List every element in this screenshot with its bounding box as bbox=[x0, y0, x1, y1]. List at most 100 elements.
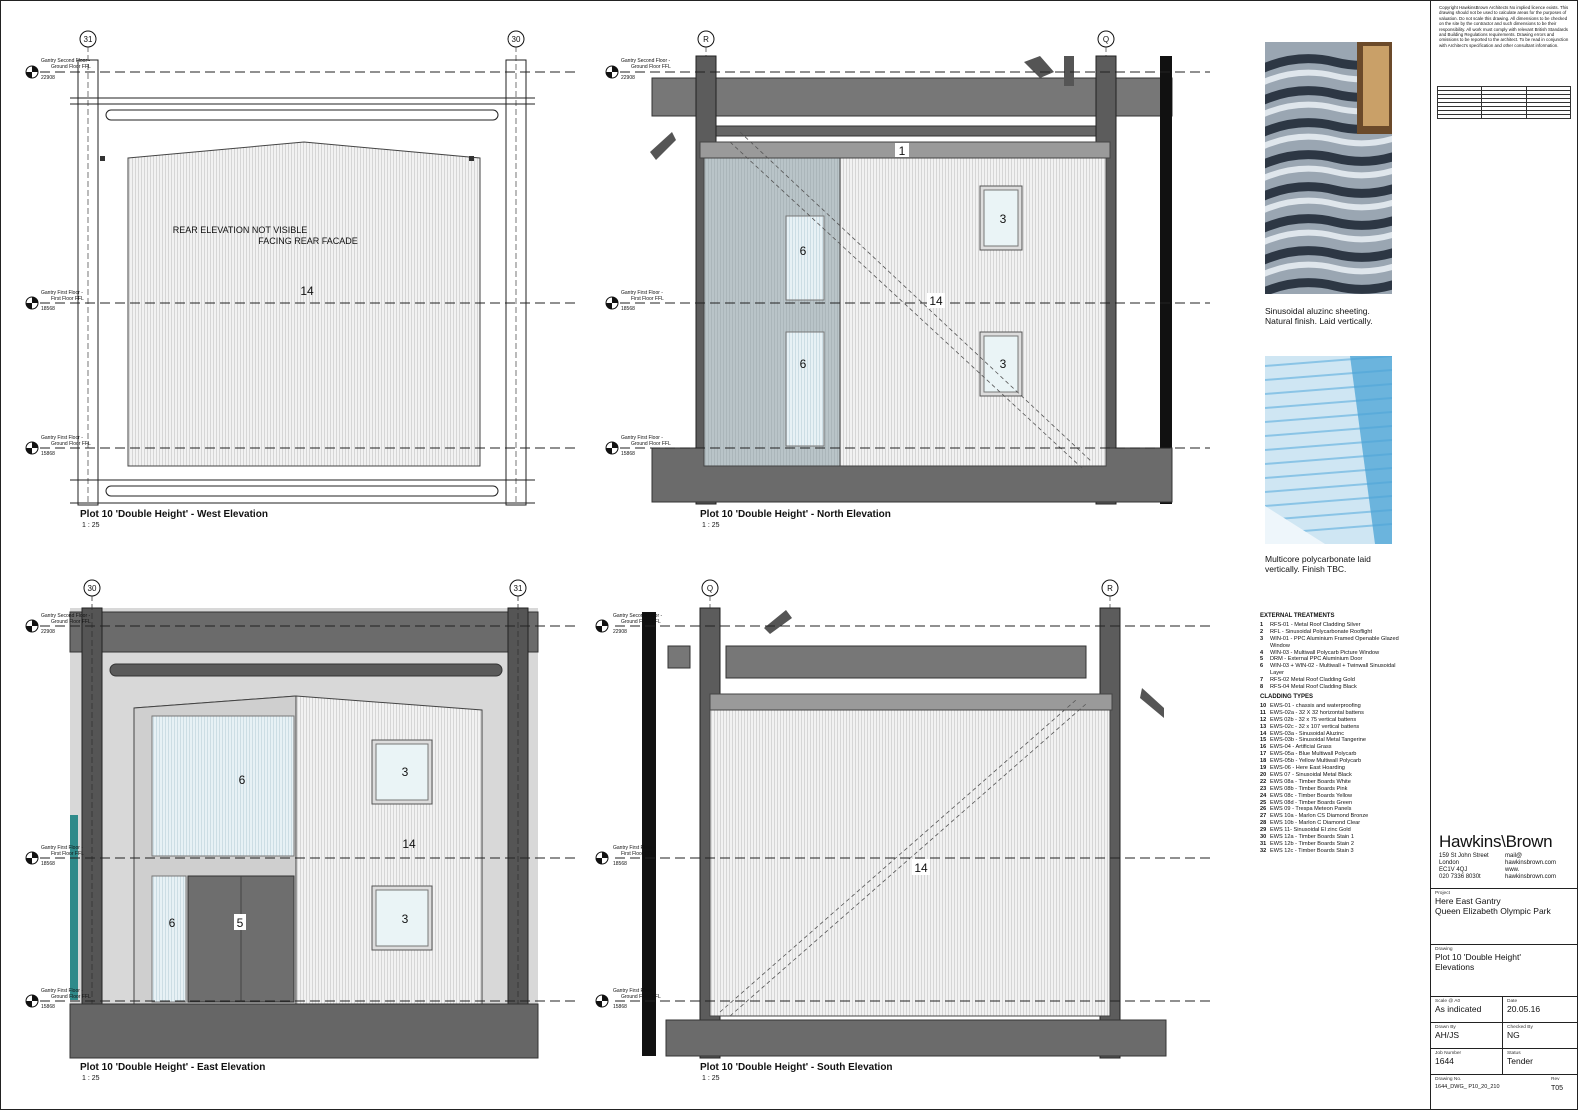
legend-item-text: EWS 11- Sinusoidal El zinc Gold bbox=[1270, 827, 1351, 834]
legend-item-text: EWS 12b - Timber Boards Stain 2 bbox=[1270, 841, 1354, 847]
legend-item-number: 19 bbox=[1260, 765, 1267, 772]
level-label: Gantry First Floor - bbox=[613, 845, 655, 851]
level-label: Ground Floor FFL bbox=[51, 619, 91, 625]
rear-note: FACING REAR FACADE bbox=[258, 236, 358, 246]
legend-item-text: EWS 08b - Timber Boards Pink bbox=[1270, 785, 1348, 792]
legend-item-number: 29 bbox=[1260, 827, 1267, 834]
level-label: Ground Floor FFL bbox=[51, 441, 91, 447]
aluzinc-sheet-image bbox=[1265, 42, 1392, 294]
level-value: 15868 bbox=[41, 451, 55, 457]
level-lines bbox=[40, 71, 1210, 1002]
legend-item-number: 17 bbox=[1260, 751, 1267, 758]
tag-3: 3 bbox=[1000, 357, 1007, 371]
north-elevation bbox=[650, 46, 1173, 505]
level-label: First Floor FFL bbox=[621, 851, 654, 857]
grid-label: 31 bbox=[514, 584, 523, 593]
legend-item-text: RFS-01 - Metal Roof Cladding Silver bbox=[1270, 621, 1361, 628]
level-label: Gantry First Floor - bbox=[41, 435, 83, 441]
level-value: 18568 bbox=[613, 861, 627, 867]
legend-item-number: 6 bbox=[1260, 663, 1264, 670]
grid-label: Q bbox=[707, 584, 713, 593]
level-label: First Floor FFL bbox=[51, 851, 84, 857]
level-label: Ground Floor FFL bbox=[621, 619, 661, 625]
legend-item-number: 3 bbox=[1260, 635, 1264, 642]
south-elevation bbox=[642, 595, 1167, 1059]
view-title: Plot 10 'Double Height' - South Elevatio… bbox=[700, 1062, 893, 1073]
legend-item-text: EWS-02c - 32 x 107 vertical battens bbox=[1270, 723, 1360, 730]
level-label: Gantry First Floor - bbox=[613, 988, 655, 994]
level-value: 22908 bbox=[621, 75, 635, 81]
rear-note: REAR ELEVATION NOT VISIBLE bbox=[173, 225, 308, 235]
tag-6: 6 bbox=[169, 916, 176, 930]
grid-label: 31 bbox=[84, 35, 93, 44]
legend-item-number: 31 bbox=[1260, 841, 1267, 847]
tag-6: 6 bbox=[800, 244, 807, 258]
legend-heading: EXTERNAL TREATMENTS bbox=[1260, 613, 1335, 619]
grid-label: R bbox=[703, 35, 709, 44]
level-label: Gantry Second Floor - bbox=[41, 58, 91, 64]
level-label: Gantry Second Floor - bbox=[621, 58, 671, 64]
legend-item-number: 14 bbox=[1260, 730, 1267, 737]
legend-item-text: EWS-01 - chassis and waterproofing bbox=[1270, 702, 1361, 709]
legend-item-text: EWS 12c - Timber Boards Stain 3 bbox=[1270, 847, 1354, 854]
legend-item-number: 16 bbox=[1260, 744, 1267, 751]
polycarbonate-sheet-image bbox=[1265, 356, 1392, 544]
company-contact: mail@ hawkinsbrown.com www. hawkinsbrown… bbox=[1505, 853, 1557, 880]
level-label: Gantry Second Floor - bbox=[613, 613, 663, 619]
polycarbonate-caption: Multicore polycarbonate laid vertically.… bbox=[1265, 554, 1371, 574]
legend-item-number: 7 bbox=[1260, 677, 1264, 684]
legend-item-number: 8 bbox=[1260, 684, 1264, 691]
west-elevation bbox=[70, 46, 535, 506]
view-scale: 1 : 25 bbox=[82, 1075, 100, 1082]
legend-item-number: 18 bbox=[1260, 758, 1267, 765]
legend-item-text: WIN-03 - Multiwall Polycarb Picture Wind… bbox=[1270, 649, 1380, 656]
legend-item-text: EWS 10a - Marlon CS Diamond Bronze bbox=[1270, 813, 1369, 820]
legend-item-number: 22 bbox=[1260, 778, 1267, 785]
tag-1: 1 bbox=[899, 144, 906, 158]
legend-item-number: 2 bbox=[1260, 628, 1264, 635]
legend-item-text: RFL - Sinusoidal Polycarbonate Rooflight bbox=[1270, 628, 1373, 635]
level-value: 22908 bbox=[613, 629, 627, 635]
legend-item-text: WIN-01 - PPC Aluminium Framed Openable G… bbox=[1270, 635, 1399, 649]
drawn-checked-row: Drawn By AH/JS Checked By NG bbox=[1431, 1022, 1578, 1049]
legend-item-number: 26 bbox=[1260, 806, 1267, 813]
view-scale: 1 : 25 bbox=[82, 522, 100, 529]
level-value: 22908 bbox=[41, 629, 55, 635]
legend-item-text: EWS 08a - Timber Boards White bbox=[1270, 778, 1351, 785]
level-label: Ground Floor FFL bbox=[631, 441, 671, 447]
drawing-number-row: Drawing No. 1644_DWG_ P10_20_210 Rev T05 bbox=[1431, 1074, 1578, 1110]
east-elevation bbox=[69, 595, 539, 1059]
legend-item-number: 15 bbox=[1260, 737, 1267, 744]
level-value: 18568 bbox=[621, 306, 635, 312]
legend-item-number: 27 bbox=[1260, 813, 1267, 820]
legend-item-text: EWS 09 - Trespa Meteon Panels bbox=[1270, 806, 1352, 813]
legend-item-text: DRM - External PPC Aluminium Door bbox=[1270, 656, 1363, 663]
view-title: Plot 10 'Double Height' - North Elevatio… bbox=[700, 509, 891, 520]
tag-5: 5 bbox=[237, 916, 244, 930]
legend-item-number: 11 bbox=[1260, 709, 1266, 716]
level-label: Ground Floor FFL bbox=[631, 64, 671, 70]
level-value: 22908 bbox=[41, 75, 55, 81]
legend-item-text: EWS 02b - 32 x 75 vertical battens bbox=[1270, 716, 1357, 723]
level-labels: Gantry Second Floor - Ground Floor FFL 2… bbox=[41, 58, 671, 1010]
project-box: Project Here East Gantry Queen Elizabeth… bbox=[1431, 888, 1578, 944]
legend-item-number: 25 bbox=[1260, 799, 1267, 806]
grid-label: 30 bbox=[88, 584, 97, 593]
level-label: Gantry First Floor - bbox=[41, 845, 83, 851]
view-title: Plot 10 'Double Height' - West Elevation bbox=[80, 509, 268, 520]
